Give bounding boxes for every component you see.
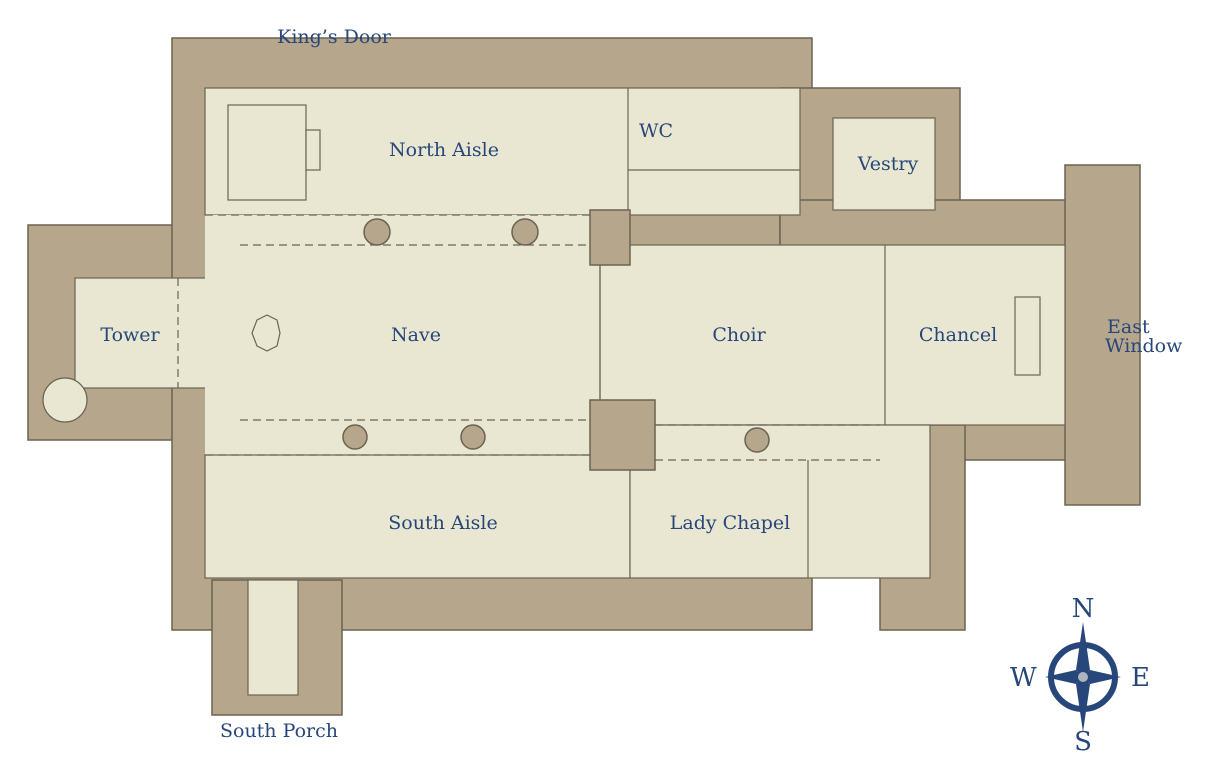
- floors: [42, 87, 1066, 696]
- label-nave: Nave: [391, 324, 441, 346]
- label-lady-chapel: Lady Chapel: [670, 512, 790, 534]
- label-north-aisle: North Aisle: [389, 139, 499, 161]
- compass-rose: N E S W: [1010, 594, 1150, 757]
- compass-s: S: [1074, 727, 1092, 757]
- label-wc: WC: [639, 120, 673, 142]
- label-east-window-2: Window: [1105, 335, 1183, 357]
- organ-stairs: [227, 104, 321, 201]
- label-south-aisle: South Aisle: [388, 512, 497, 534]
- compass-n: N: [1072, 594, 1095, 624]
- label-kings-door: King’s Door: [277, 26, 392, 48]
- label-vestry: Vestry: [857, 153, 919, 175]
- label-south-porch: South Porch: [220, 720, 338, 742]
- label-east-window-1: East: [1107, 316, 1150, 338]
- label-choir: Choir: [712, 324, 766, 346]
- compass-e: E: [1131, 663, 1150, 693]
- compass-w: W: [1010, 663, 1037, 693]
- label-chancel: Chancel: [919, 324, 997, 346]
- label-tower: Tower: [100, 324, 160, 346]
